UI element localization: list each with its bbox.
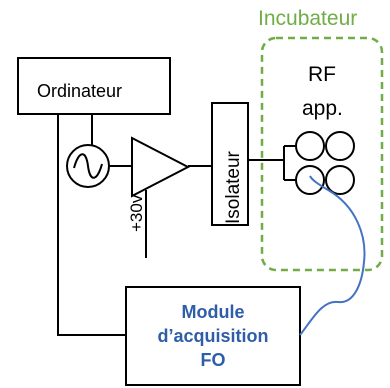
- rf-applicator-title: RF: [308, 63, 336, 86]
- incubator-box: [260, 36, 384, 272]
- applicator-well: [295, 165, 325, 195]
- incubator-title: Incubateur: [258, 7, 358, 30]
- acquisition-module-label: Module d’acquisition FO: [126, 287, 300, 385]
- applicator-well: [325, 165, 355, 195]
- rf-applicator-subtitle: app.: [302, 97, 343, 120]
- computer-box: [17, 57, 171, 115]
- acquisition-module-line: FO: [200, 350, 226, 370]
- sine-wave-icon: [73, 153, 103, 179]
- applicator-well: [295, 131, 325, 161]
- applicator-well: [325, 131, 355, 161]
- acquisition-module-line: d’acquisition: [157, 326, 269, 346]
- computer-label: Ordinateur: [37, 81, 123, 101]
- computer-to-module-wire: [57, 114, 126, 336]
- amplifier: [131, 136, 191, 198]
- acquisition-module-line: Module: [181, 302, 245, 322]
- fiber-optic-cable: [299, 175, 366, 336]
- acquisition-module-box: [125, 286, 301, 386]
- isolator-box: [211, 102, 249, 226]
- power-supply-label: +30v: [127, 194, 146, 232]
- isolator-label: Isolateur: [223, 151, 244, 224]
